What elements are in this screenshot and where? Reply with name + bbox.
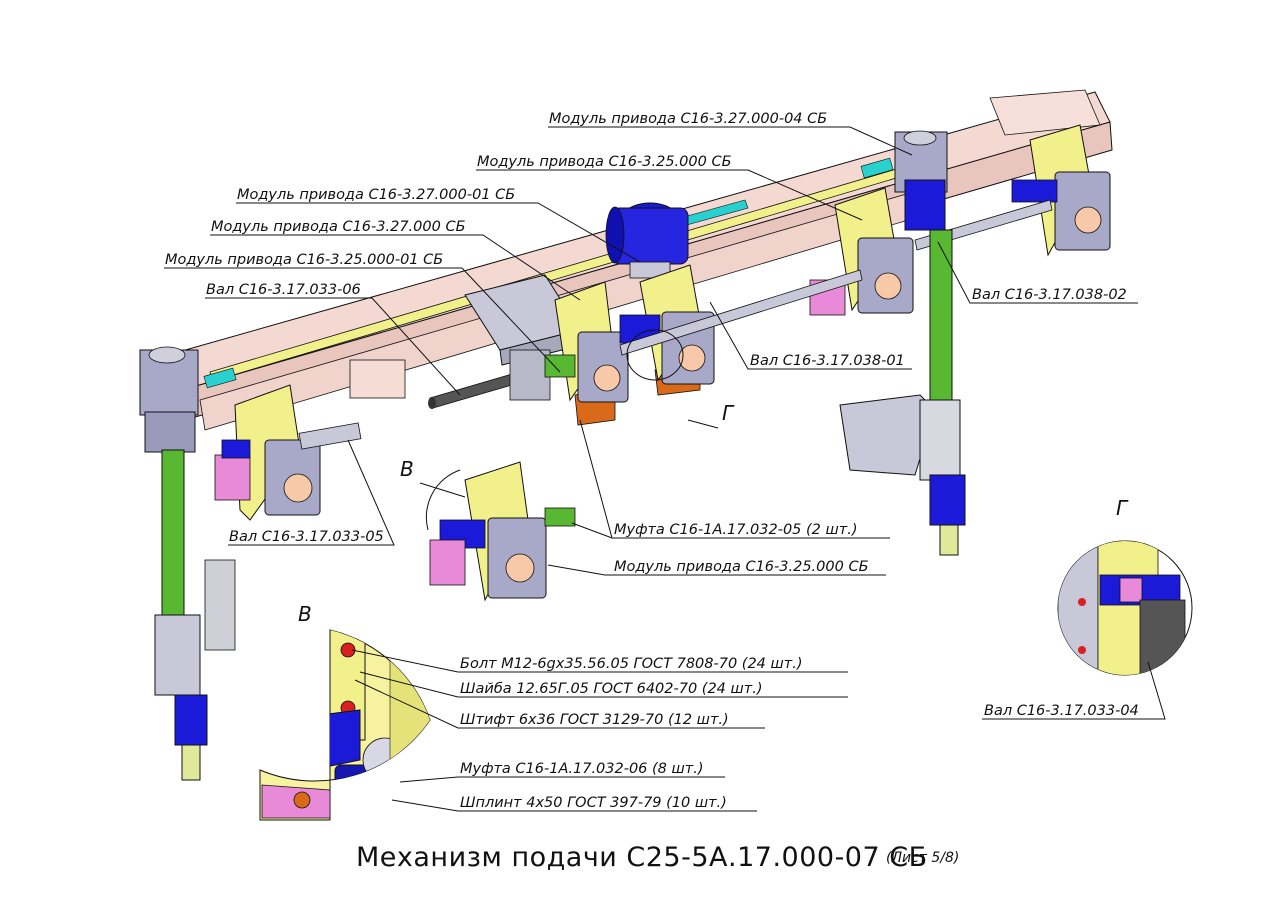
left-corner-gearbox [139,346,199,453]
title-main: Механизм подачи С25-5А.17.000-07 СБ [356,842,928,873]
drawing-title: Механизм подачи С25-5А.17.000-07 СБ (Лис… [356,842,959,873]
right-column [839,229,966,556]
callout-shaft-038-01: Вал С16-3.17.038-01 [750,353,905,369]
leader-lines [164,126,1166,812]
callout-drive-25-top: Модуль привода С16-3.25.000 СБ [477,154,732,170]
callout-texts: Модуль привода С16-3.27.000-04 СБ Модуль… [165,111,1139,811]
callout-drive-25-01: Модуль привода С16-3.25.000-01 СБ [165,252,443,268]
callout-drive-25-mid: Модуль привода С16-3.25.000 СБ [614,559,869,575]
callout-drive-01: Модуль привода С16-3.27.000-01 СБ [237,187,515,203]
drive-module-left [214,384,362,521]
view-letter-v-detail: В [298,602,312,626]
view-letters: В Г В Г [298,401,1129,626]
motor [605,202,689,279]
view-v-assembly [429,461,576,602]
callout-coupling-05: Муфта С16-1А.17.032-05 (2 шт.) [614,522,858,538]
view-letter-g-detail: Г [1116,496,1129,520]
callout-bolt: Болт М12-6gх35.56.05 ГОСТ 7808-70 (24 шт… [460,656,803,672]
right-corner-gearbox [894,130,948,231]
callout-shaft-033-06: Вал С16-3.17.033-06 [206,282,361,298]
callout-cotter: Шплинт 4х50 ГОСТ 397-79 (10 шт.) [460,795,727,811]
callout-washer: Шайба 12.65Г.05 ГОСТ 6402-70 (24 шт.) [460,681,762,697]
detail-view-g [1057,540,1193,676]
callout-shaft-033-04: Вал С16-3.17.033-04 [984,703,1139,719]
left-column [154,449,236,781]
callout-pin: Штифт 6х36 ГОСТ 3129-70 (12 шт.) [460,712,729,728]
callout-coupling-06: Муфта С16-1А.17.032-06 (8 шт.) [460,761,704,777]
drive-module-center-left [544,281,629,403]
callout-shaft-038-02: Вал С16-3.17.038-02 [972,287,1127,303]
title-sheet: (Лист 5/8) [886,850,959,866]
center-carriage [349,274,583,401]
callout-drive-27: Модуль привода С16-3.27.000 СБ [211,219,466,235]
callout-shaft-033-05: Вал С16-3.17.033-05 [229,529,384,545]
drive-module-far-right [1011,124,1111,257]
callout-drive-04: Модуль привода С16-3.27.000-04 СБ [549,111,827,127]
detail-view-v [259,629,431,821]
view-letter-v-assembly: В [400,457,414,481]
view-letter-g-assembly: Г [722,401,735,425]
